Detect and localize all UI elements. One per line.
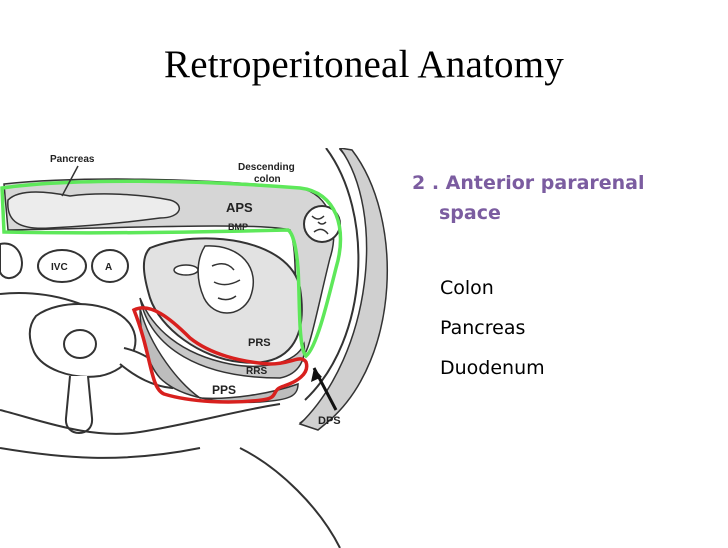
heading-line-1: 2 . Anterior pararenal [412, 172, 645, 194]
muscle-outline-2 [0, 447, 201, 459]
bullet-list: 2 . Anterior pararenal space Colon Pancr… [412, 168, 722, 388]
vertebra-process [64, 375, 94, 434]
muscle-outline [0, 403, 281, 435]
heading-line-2: space [439, 202, 501, 224]
body-wall-band [298, 148, 389, 431]
colon-folds [311, 215, 329, 235]
kidney-pelvis [197, 245, 255, 314]
list-item: Pancreas [440, 317, 526, 339]
posterior-pararenal-space [139, 307, 299, 404]
bottom-curve [239, 447, 341, 548]
label-pancreas: Pancreas [50, 154, 95, 165]
label-descending: Descending [238, 162, 295, 173]
item-list: Colon Pancreas Duodenum [412, 268, 722, 388]
ivc-vessel [37, 249, 87, 283]
label-pps: PPS [212, 383, 236, 397]
label-rrs: RRS [246, 366, 267, 377]
bullet-heading: 2 . Anterior pararenal space [412, 168, 722, 228]
red-highlight-outline [131, 306, 309, 404]
perirenal-space [139, 297, 306, 379]
green-highlight-outline [0, 179, 343, 359]
label-bmp: BMP [228, 222, 248, 232]
small-duct [173, 264, 199, 276]
slide-title: Retroperitoneal Anatomy [164, 43, 564, 86]
anatomy-diagram: Pancreas Descending colon APS BMP IVC A … [0, 148, 400, 548]
left-fragment [0, 242, 23, 279]
label-aps: APS [226, 200, 253, 215]
body-wall-inner [304, 148, 360, 401]
pancreas-pointer [61, 165, 79, 197]
pancreas-shape [7, 191, 180, 230]
label-dps: DPS [318, 415, 341, 427]
list-item: Colon [440, 277, 494, 299]
label-ivc: IVC [51, 262, 68, 273]
kidney-calyces [211, 263, 241, 301]
label-prs: PRS [248, 337, 271, 349]
anatomy-diagram-svg: Pancreas Descending colon APS BMP IVC A … [0, 148, 389, 548]
list-item: Duodenum [440, 357, 545, 379]
vertebra-canal [63, 329, 97, 359]
aorta-vessel [91, 249, 129, 283]
label-colon: colon [254, 174, 281, 185]
label-a: A [105, 262, 112, 273]
dps-arrowhead [311, 368, 322, 382]
